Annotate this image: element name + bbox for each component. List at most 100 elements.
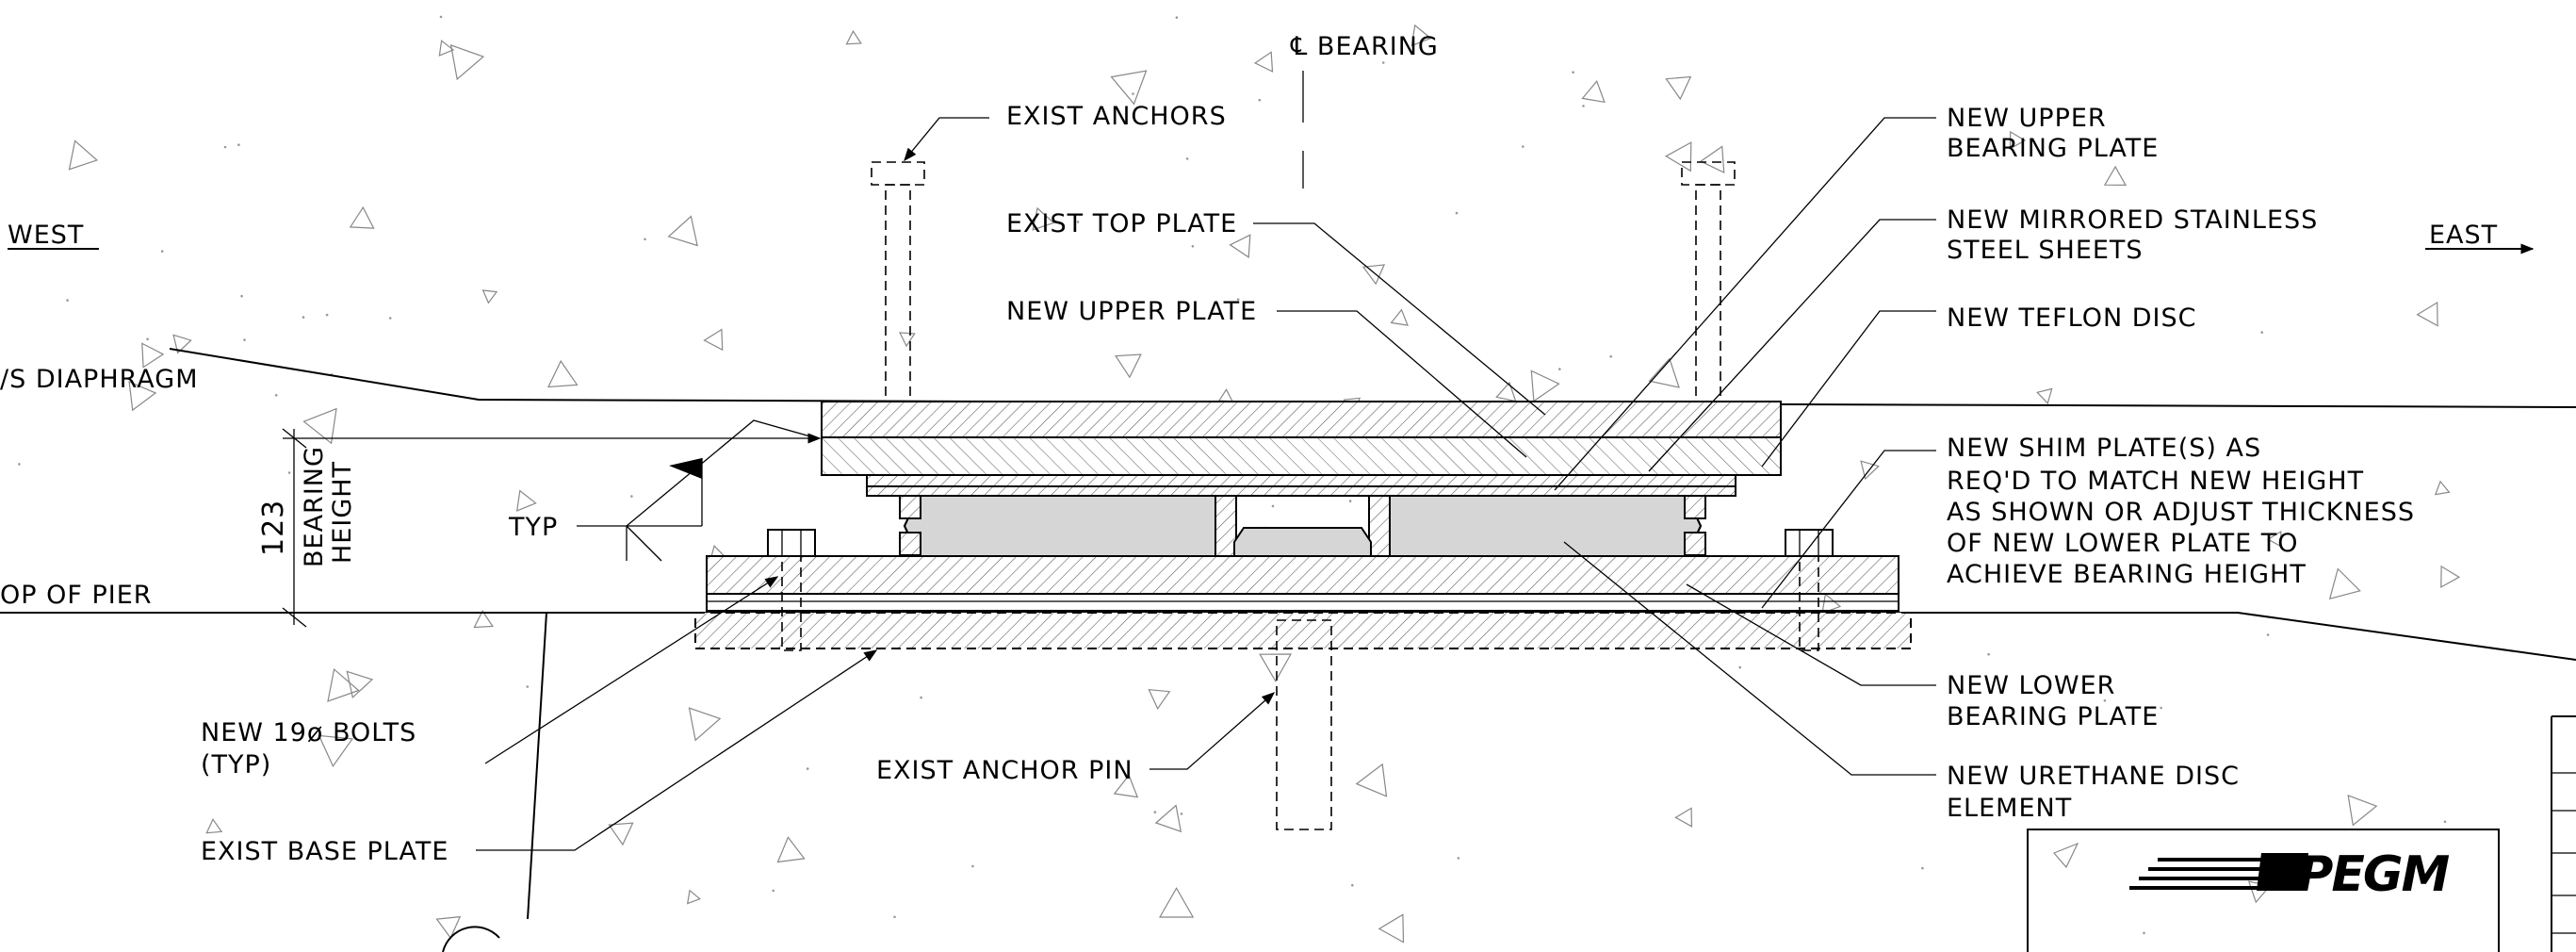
aggregate-triangle xyxy=(481,289,498,304)
shim-label-3: AS SHOWN OR ADJUST THICKNESS xyxy=(1947,498,2415,527)
aggregate-triangle xyxy=(547,359,579,388)
aggregate-dot xyxy=(66,299,69,302)
aggregate-triangle xyxy=(688,707,722,742)
shim-label-4: OF NEW LOWER PLATE TO xyxy=(1947,529,2299,558)
aggregate-dot xyxy=(1572,71,1574,74)
aggregate-triangle xyxy=(1390,308,1409,326)
aggregate-dot xyxy=(2074,580,2078,583)
aggregate-dot xyxy=(1558,368,1561,370)
aggregate-triangle xyxy=(899,332,916,348)
west-label: WEST xyxy=(8,221,84,250)
aggregate-triangle xyxy=(68,140,99,171)
aggregate-triangle xyxy=(776,836,806,863)
aggregate-dot xyxy=(1076,221,1080,223)
aggregate-triangle xyxy=(2036,387,2053,404)
keeper xyxy=(899,532,921,556)
aggregate-triangle xyxy=(1361,264,1386,286)
aggregate-triangle xyxy=(2347,794,2378,827)
new-upper-bearing-plate-label-2: BEARING PLATE xyxy=(1947,134,2159,163)
aggregate-dot xyxy=(806,767,809,770)
aggregate-dot xyxy=(243,338,246,341)
aggregate-triangle xyxy=(515,489,537,512)
leader-lines xyxy=(476,117,1936,851)
aggregate-triangle xyxy=(1259,653,1293,682)
aggregate-dot xyxy=(1381,61,1385,64)
aggregate-triangle xyxy=(141,342,165,369)
concrete-aggregate xyxy=(18,15,2461,944)
aggregate-triangle xyxy=(2266,530,2282,548)
aggregate-triangle xyxy=(1674,807,1693,828)
aggregate-dot xyxy=(526,685,530,688)
mirrored-sheets-label-2: STEEL SHEETS xyxy=(1947,236,2144,265)
aggregate-triangle xyxy=(2328,567,2361,600)
aggregate-dot xyxy=(1191,245,1195,248)
aggregate-triangle xyxy=(1665,75,1692,101)
exist-anchors xyxy=(871,161,1736,402)
aggregate-dot xyxy=(1132,92,1134,95)
exist-top-plate xyxy=(821,401,1782,438)
aggregate-dot xyxy=(1180,812,1183,815)
aggregate-triangle xyxy=(473,610,494,629)
exist-anchor-pin xyxy=(1276,619,1332,830)
shim-label-5: ACHIEVE BEARING HEIGHT xyxy=(1947,560,2307,589)
aggregate-triangle xyxy=(1158,887,1195,918)
aggregate-dot xyxy=(160,250,164,253)
aggregate-dot xyxy=(240,294,243,298)
aggregate-triangle xyxy=(1581,80,1606,104)
aggregate-dot xyxy=(644,238,646,241)
exist-anchor-pin-label: EXIST ANCHOR PIN xyxy=(876,756,1133,785)
aggregate-triangle xyxy=(1699,145,1725,173)
typ-label: TYP xyxy=(508,513,558,542)
urethane-disc-east xyxy=(1389,495,1703,557)
bolts-label-1: NEW 19ø BOLTS xyxy=(201,718,416,747)
aggregate-dot xyxy=(439,15,443,19)
aggregate-triangle xyxy=(346,670,374,699)
keeper xyxy=(1684,532,1706,556)
aggregate-dot xyxy=(1921,866,1924,870)
aggregate-triangle xyxy=(327,667,360,702)
typ-weld-leader xyxy=(577,419,818,562)
aggregate-triangle xyxy=(1115,353,1142,379)
aggregate-dot xyxy=(772,889,774,893)
aggregate-dot xyxy=(1351,883,1354,887)
aggregate-triangle xyxy=(1410,24,1432,47)
aggregate-dot xyxy=(388,317,392,320)
aggregate-triangle xyxy=(435,915,462,940)
aggregate-triangle xyxy=(449,43,485,81)
aggregate-triangle xyxy=(608,822,634,846)
aggregate-triangle xyxy=(302,407,337,445)
aggregate-triangle xyxy=(1664,141,1692,172)
aggregate-dot xyxy=(1582,105,1585,107)
aggregate-triangle xyxy=(1032,206,1055,231)
aggregate-triangle xyxy=(1113,774,1139,798)
aggregate-dot xyxy=(1738,665,1741,669)
aggregate-triangle xyxy=(1217,388,1234,402)
bolt-west xyxy=(767,529,816,651)
bearing-height-label-1: BEARING xyxy=(300,446,329,567)
teflon-disc-label: NEW TEFLON DISC xyxy=(1947,304,2196,333)
shim-plate xyxy=(706,593,1899,612)
aggregate-dot xyxy=(223,145,227,149)
aggregate-triangle xyxy=(686,889,701,905)
dimension-value: 123 xyxy=(257,500,290,556)
aggregate-dot xyxy=(302,316,305,319)
aggregate-dot xyxy=(1258,98,1262,102)
aggregate-dot xyxy=(1609,354,1612,358)
aggregate-dot xyxy=(2443,820,2447,824)
bearing-height-label-2: HEIGHT xyxy=(328,461,357,564)
exist-anchors-label: EXIST ANCHORS xyxy=(1006,102,1227,131)
aggregate-dot xyxy=(274,394,278,397)
aggregate-triangle xyxy=(1495,381,1517,402)
shim-label-1: NEW SHIM PLATE(S) AS xyxy=(1947,434,2261,463)
aggregate-dot xyxy=(1455,211,1459,215)
bolt-east xyxy=(1785,529,1834,651)
aggregate-triangle xyxy=(1821,593,1842,615)
aggregate-triangle xyxy=(2434,480,2451,496)
aggregate-dot xyxy=(1175,16,1179,19)
aggregate-dot xyxy=(1987,652,1990,656)
diaphragm-label: /S DIAPHRAGM xyxy=(0,365,199,394)
guide-bar xyxy=(1368,495,1391,557)
urethane-label-2: ELEMENT xyxy=(1947,794,2072,823)
aggregate-triangle xyxy=(1355,763,1388,797)
aggregate-triangle xyxy=(1648,357,1680,388)
